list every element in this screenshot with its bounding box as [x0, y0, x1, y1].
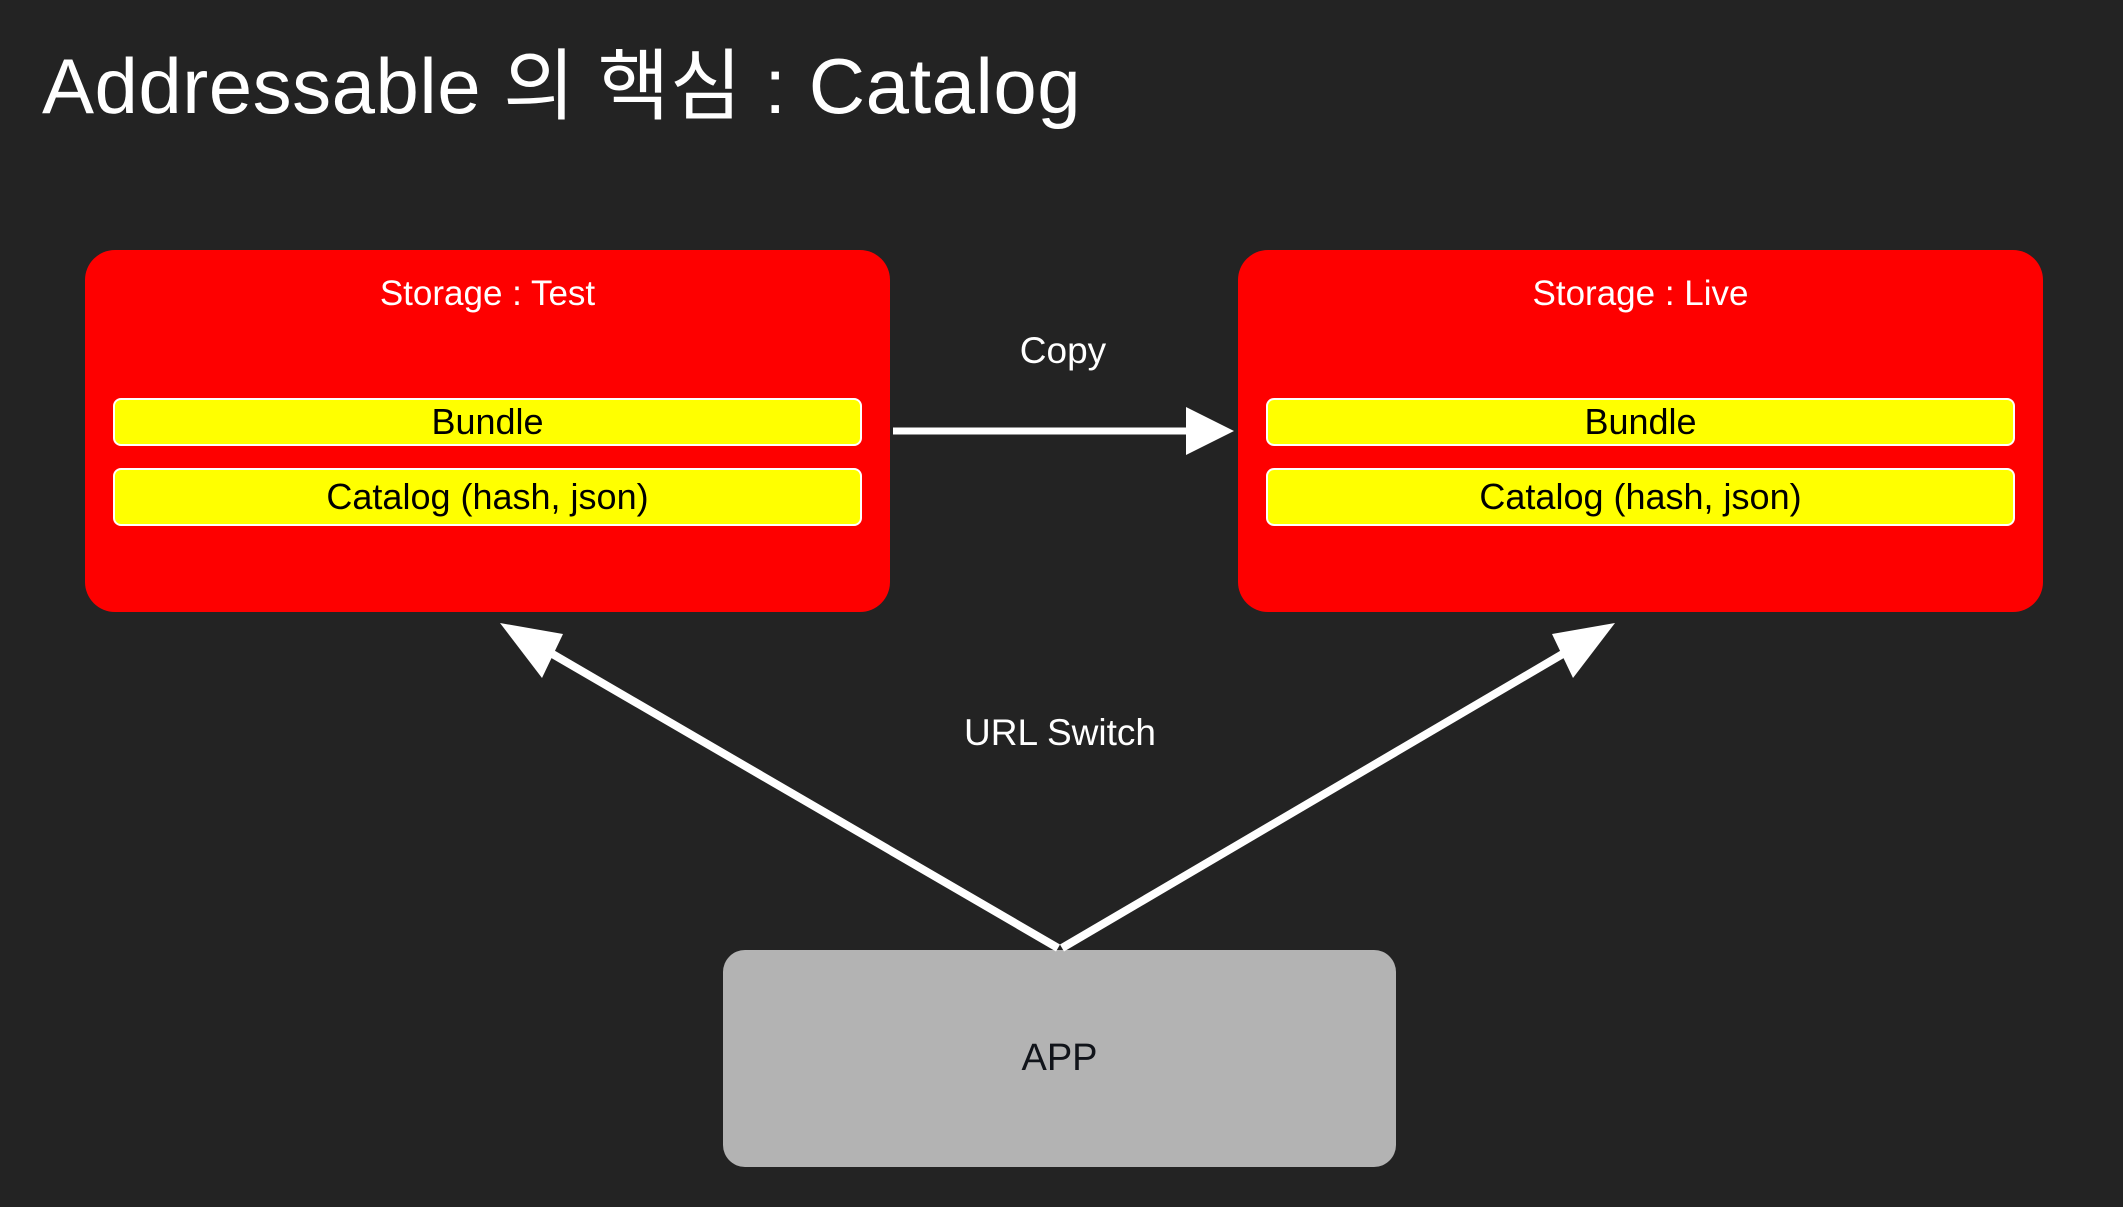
- url-switch-right-shaft: [1059, 641, 1581, 952]
- app-node[interactable]: APP: [723, 950, 1396, 1167]
- storage-test-node[interactable]: Storage : Test Bundle Catalog (hash, jso…: [85, 250, 890, 612]
- storage-live-bundle-bar[interactable]: Bundle: [1266, 398, 2015, 446]
- page-title: Addressable 의 핵심 : Catalog: [42, 42, 1082, 130]
- storage-test-catalog-bar[interactable]: Catalog (hash, json): [113, 468, 862, 526]
- url-switch-left-head: [500, 623, 563, 678]
- storage-test-bundle-bar[interactable]: Bundle: [113, 398, 862, 446]
- url-switch-left-shaft: [534, 641, 1061, 952]
- storage-live-node[interactable]: Storage : Live Bundle Catalog (hash, jso…: [1238, 250, 2043, 612]
- storage-test-title: Storage : Test: [379, 274, 596, 313]
- copy-arrow-head: [1186, 407, 1234, 455]
- url-switch-left-arrow: [500, 623, 1061, 952]
- copy-edge-label: Copy: [1019, 330, 1107, 371]
- copy-arrow: [893, 407, 1234, 455]
- url-switch-right-arrow: [1059, 623, 1615, 952]
- url-switch-edge-label: URL Switch: [964, 712, 1156, 753]
- url-switch-right-head: [1552, 623, 1615, 678]
- storage-live-catalog-bar[interactable]: Catalog (hash, json): [1266, 468, 2015, 526]
- storage-live-title: Storage : Live: [1532, 274, 1749, 313]
